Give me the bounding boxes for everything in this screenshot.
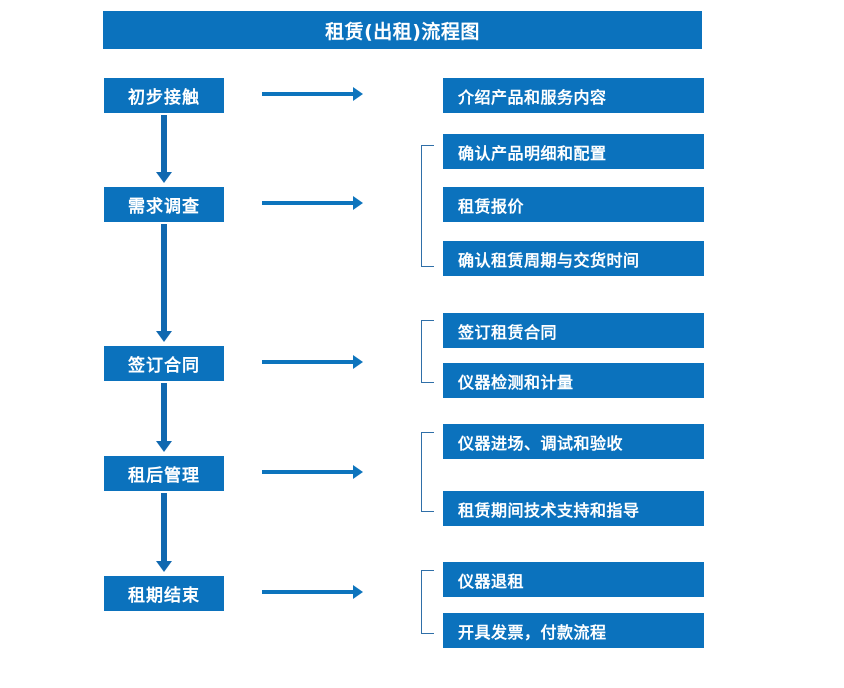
flow-arrow-down-2 (156, 224, 172, 342)
bracket-tick-top (421, 570, 434, 571)
arrow-head (353, 87, 363, 101)
bracket-tick-top (421, 145, 434, 146)
detail-box-introduce-products[interactable]: 介绍产品和服务内容 (443, 78, 704, 113)
arrow-head (156, 331, 172, 342)
bracket-spine (421, 570, 422, 634)
arrow-shaft (262, 201, 354, 205)
detail-box-rental-quotation[interactable]: 租赁报价 (443, 187, 704, 222)
arrow-right-to-post-rental (262, 465, 363, 479)
detail-box-technical-support[interactable]: 租赁期间技术支持和指导 (443, 491, 704, 526)
arrow-shaft (161, 224, 167, 331)
bracket-requirements (421, 145, 434, 267)
bracket-tick-bottom (421, 266, 434, 267)
bracket-tick-bottom (421, 511, 434, 512)
arrow-head (353, 585, 363, 599)
bracket-tick-bottom (421, 382, 434, 383)
stage-box-lease-end[interactable]: 租期结束 (104, 576, 224, 611)
flow-arrow-down-3 (156, 383, 172, 452)
bracket-tick-top (421, 432, 434, 433)
arrow-head (156, 561, 172, 572)
arrow-head (353, 355, 363, 369)
arrow-head (353, 465, 363, 479)
detail-box-sign-rental-contract[interactable]: 签订租赁合同 (443, 313, 704, 348)
bracket-spine (421, 432, 422, 512)
detail-box-confirm-product-details[interactable]: 确认产品明细和配置 (443, 134, 704, 169)
arrow-shaft (262, 92, 354, 96)
arrow-head (353, 196, 363, 210)
detail-box-instrument-inspection[interactable]: 仪器检测和计量 (443, 363, 704, 398)
stage-box-sign-contract[interactable]: 签订合同 (104, 346, 224, 381)
flow-arrow-down-1 (156, 115, 172, 183)
arrow-shaft (262, 470, 354, 474)
stage-box-requirement-survey[interactable]: 需求调查 (104, 187, 224, 222)
bracket-tick-top (421, 320, 434, 321)
bracket-spine (421, 145, 422, 267)
arrow-right-to-contract (262, 355, 363, 369)
arrow-shaft (161, 383, 167, 441)
arrow-shaft (161, 115, 167, 172)
bracket-end (421, 570, 434, 634)
arrow-shaft (161, 493, 167, 561)
arrow-right-to-intro (262, 87, 363, 101)
bracket-tick-bottom (421, 633, 434, 634)
detail-box-instrument-return[interactable]: 仪器退租 (443, 562, 704, 597)
bracket-post-rental (421, 432, 434, 512)
arrow-head (156, 172, 172, 183)
bracket-contract (421, 320, 434, 383)
arrow-shaft (262, 360, 354, 364)
arrow-head (156, 441, 172, 452)
bracket-spine (421, 320, 422, 383)
page-title: 租赁(出租)流程图 (103, 11, 702, 49)
stage-box-post-rental-management[interactable]: 租后管理 (104, 456, 224, 491)
arrow-right-to-end (262, 585, 363, 599)
arrow-right-to-requirements (262, 196, 363, 210)
detail-box-confirm-period-delivery[interactable]: 确认租赁周期与交货时间 (443, 241, 704, 276)
detail-box-instrument-entry-commissioning[interactable]: 仪器进场、调试和验收 (443, 424, 704, 459)
flow-arrow-down-4 (156, 493, 172, 572)
detail-box-invoice-payment[interactable]: 开具发票，付款流程 (443, 613, 704, 648)
arrow-shaft (262, 590, 354, 594)
stage-box-initial-contact[interactable]: 初步接触 (104, 78, 224, 113)
